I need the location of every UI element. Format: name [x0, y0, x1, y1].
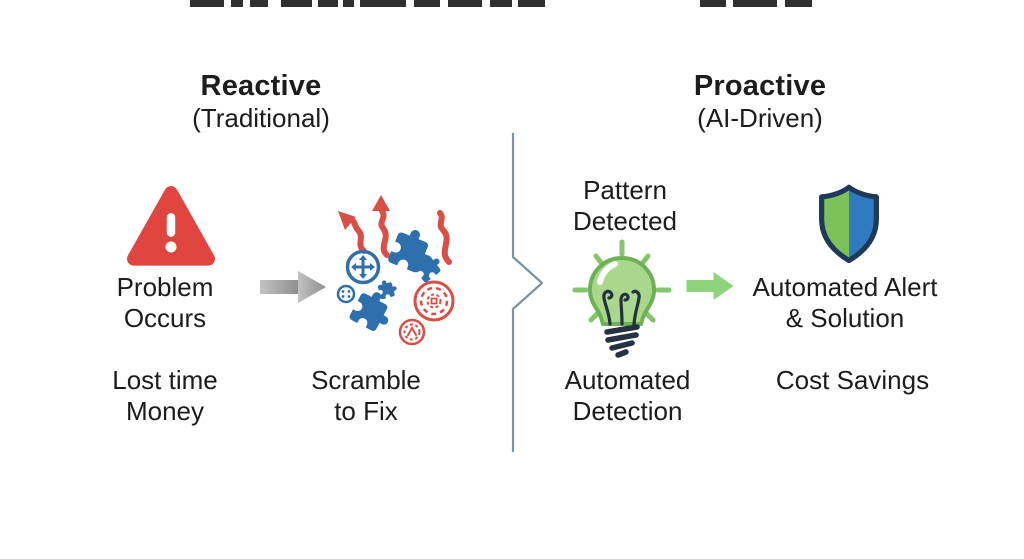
problem-occurs-label: Problem Occurs — [116, 272, 214, 333]
left-section-title: Reactive — [200, 70, 322, 102]
right-section-subtitle: (AI-Driven) — [697, 103, 823, 133]
cost-savings-label: Cost Savings — [775, 365, 930, 395]
chevron-divider — [511, 133, 544, 452]
gray-right-arrow-icon — [260, 271, 326, 303]
lightbulb-filament — [602, 289, 641, 326]
scramble-to-fix-label: Scramble to Fix — [311, 365, 421, 426]
pattern-detected-label: Pattern Detected — [572, 175, 678, 236]
lightbulb-icon — [572, 239, 672, 358]
warning-triangle-icon — [127, 186, 215, 266]
shield-icon — [819, 184, 879, 264]
right-section-header: Proactive (AI-Driven) — [610, 70, 910, 133]
automated-alert-label: Automated Alert & Solution — [752, 272, 938, 333]
cropped-title-remnant-left — [190, 0, 545, 7]
left-section-subtitle: (Traditional) — [192, 103, 330, 133]
right-section-title: Proactive — [693, 70, 827, 102]
scramble-chaos-icon — [336, 195, 455, 346]
left-section-header: Reactive (Traditional) — [111, 70, 411, 133]
green-right-arrow-icon — [686, 272, 734, 300]
lost-time-money-label: Lost time Money — [112, 365, 218, 426]
automated-detection-label: Automated Detection — [564, 365, 691, 426]
lightbulb-base — [604, 324, 640, 358]
cropped-title-remnant-right — [700, 0, 812, 7]
puzzle-pieces — [349, 230, 441, 331]
